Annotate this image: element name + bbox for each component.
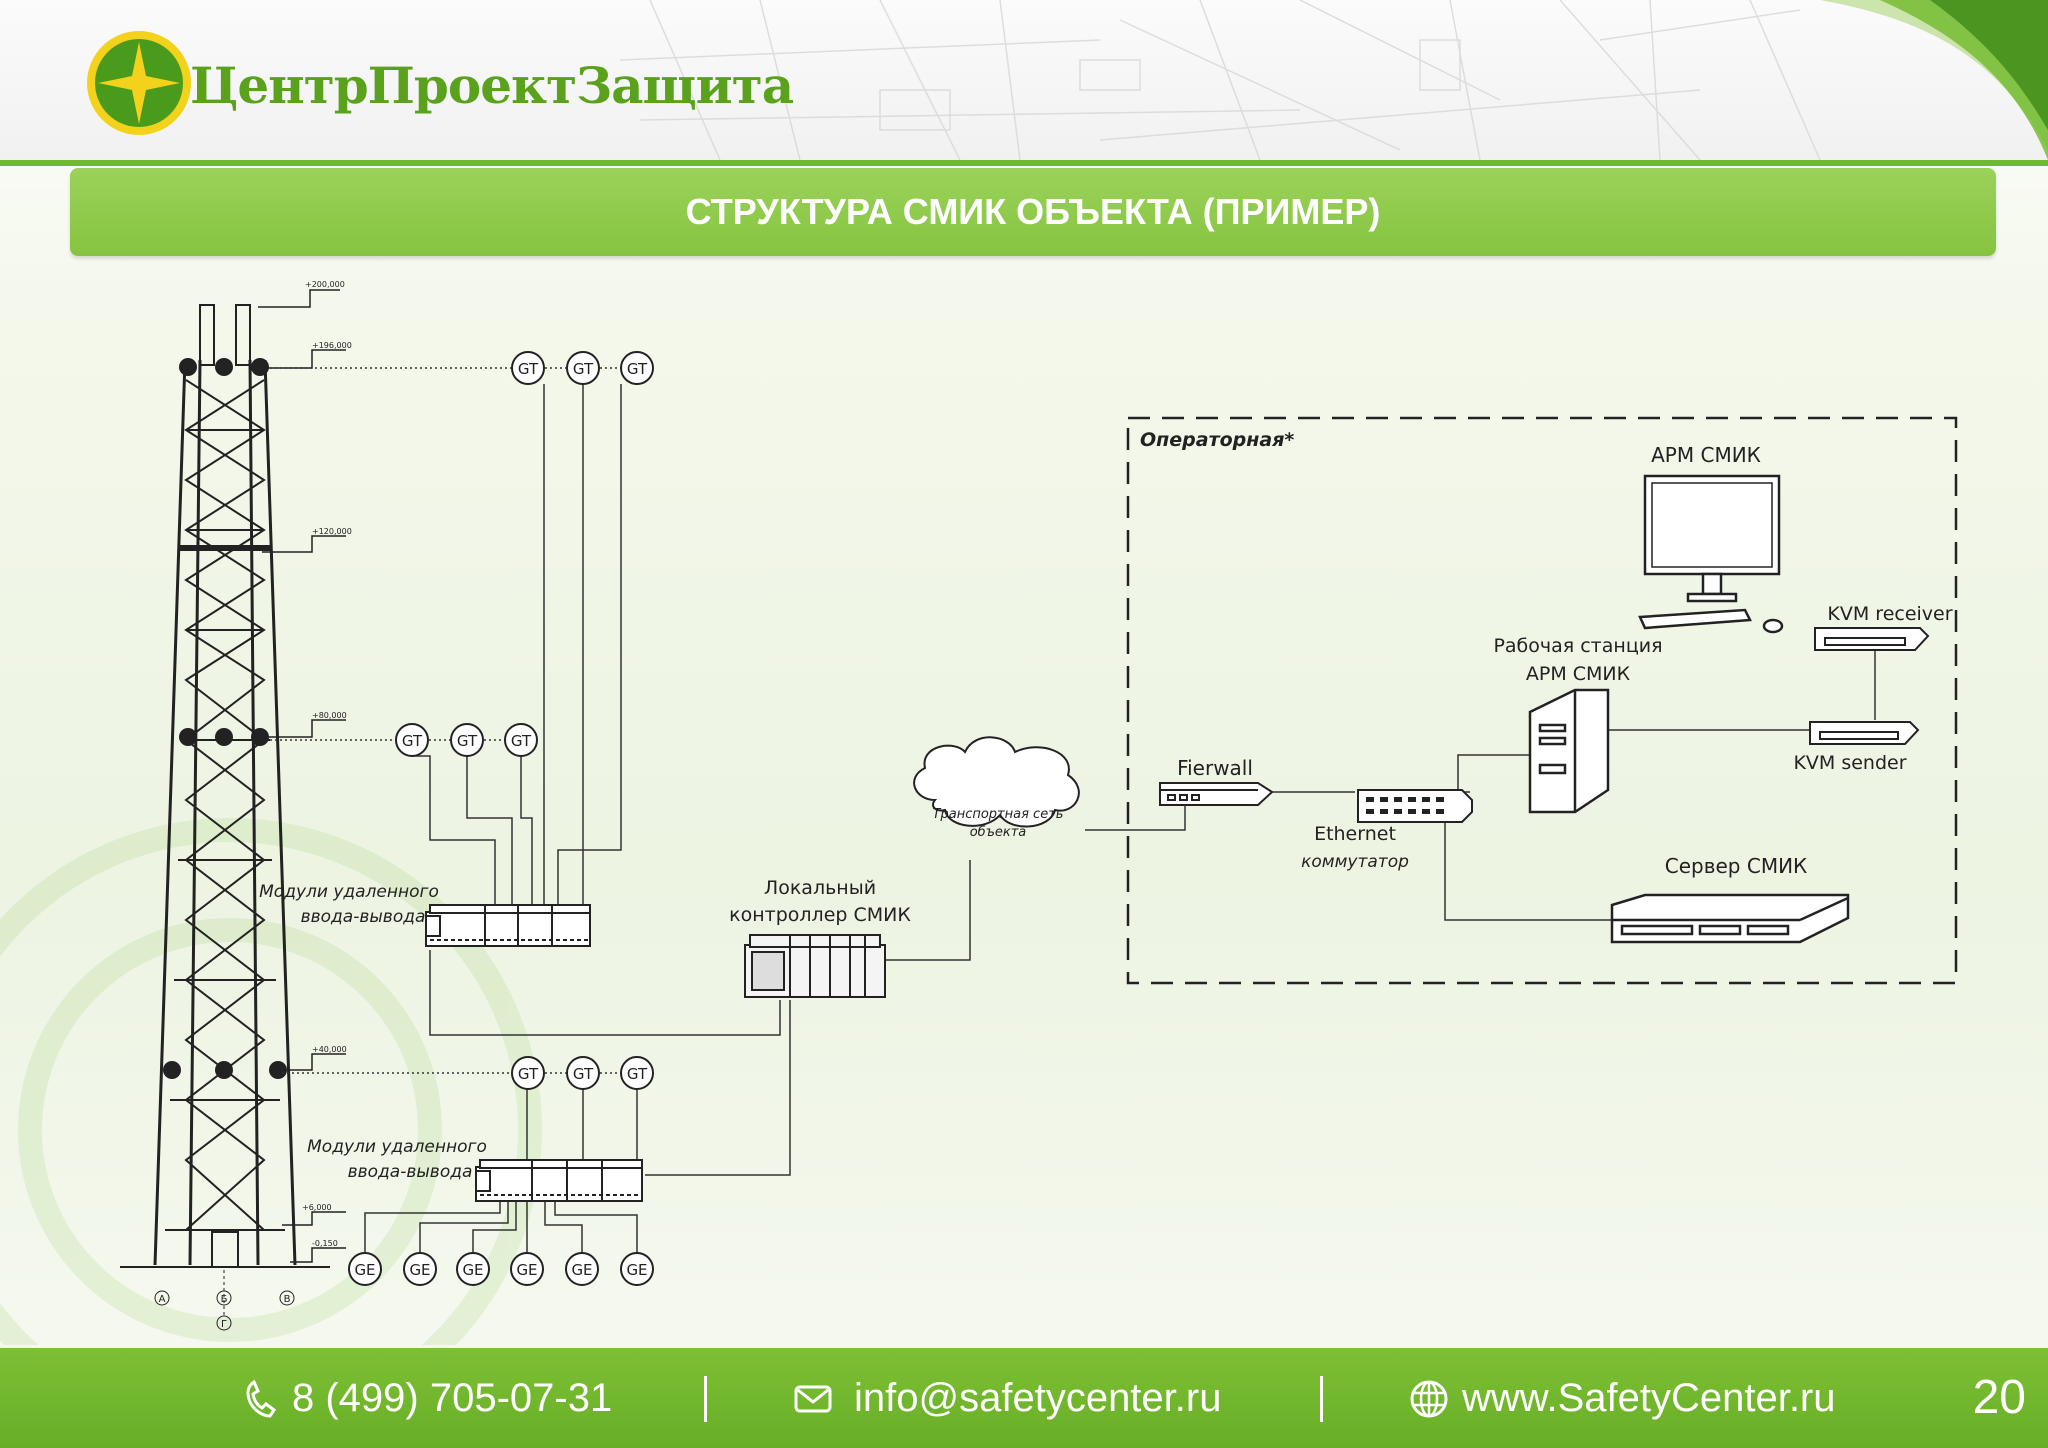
gt-sensor: GT [620,1056,654,1090]
elevation-label: +6,000 [302,1203,332,1212]
workstation-label: Рабочая станция [1493,635,1662,657]
switch-label: коммутатор [1301,852,1409,872]
firewall-device [1159,782,1274,806]
ge-sensor: GE [565,1252,599,1286]
monitor-label: АРМ СМИК [1651,443,1761,467]
axis-label: Б [221,1294,228,1305]
ge-sensor: GE [620,1252,654,1286]
tower-platforms [163,358,287,1079]
controller-label: Локальный [764,877,876,899]
elevation-label: +80,000 [312,711,347,720]
lattice-tower [120,304,330,1268]
switch-label: Ethernet [1314,823,1396,845]
smik-structure-diagram: +200,000 +196,000 +120,000 +80,000 +40,0… [0,280,1958,1345]
footer-email[interactable]: info@safetycenter.ru [854,1376,1222,1420]
signal-wires [364,384,1876,1253]
io-modules-lower-label: ввода-вывода [348,1162,473,1182]
svg-text:GT: GT [627,1065,648,1083]
elevation-label: +196,000 [312,341,352,350]
svg-text:GE: GE [409,1261,430,1279]
kvm-receiver-device [1814,627,1930,651]
svg-text:GE: GE [516,1261,537,1279]
transport-network-cloud: Транспортная сеть объекта [913,736,1080,840]
ethernet-switch [1357,789,1473,823]
gt-sensor-group-lower: GT GT GT [511,1056,654,1090]
workstation-label: АРМ СМИК [1526,663,1631,685]
elevation-label: +200,000 [305,280,345,289]
svg-text:GE: GE [626,1261,647,1279]
kvm-sender-device [1809,721,1920,745]
gt-sensor: GT [450,723,484,757]
server-device [1610,893,1850,944]
cloud-label: Транспортная сеть [933,807,1064,822]
axis-label: Г [221,1319,227,1330]
globe-icon [1410,1380,1448,1418]
gt-sensor: GT [566,351,600,385]
cloud-label: объекта [970,825,1027,840]
ge-sensor: GE [510,1252,544,1286]
gt-sensor: GT [566,1056,600,1090]
gt-sensor: GT [395,723,429,757]
email-icon [794,1385,832,1413]
gt-sensor: GT [620,351,654,385]
io-modules-upper-label: Модули удаленного [259,882,439,902]
footer: 8 (499) 705-07-31 info@safetycenter.ru w… [0,1348,2048,1448]
workstation-tower [1528,688,1610,814]
background-emblem [0,818,542,1345]
ge-sensor: GE [348,1252,382,1286]
slide-title: СТРУКТУРА СМИК ОБЪЕКТА (ПРИМЕР) [685,191,1381,232]
ge-sensor: GE [403,1252,437,1286]
svg-text:GT: GT [402,732,423,750]
footer-phone[interactable]: 8 (499) 705-07-31 [292,1376,613,1420]
firewall-label: Fierwall [1177,756,1253,780]
operator-room-boundary [1126,416,1958,985]
elevation-marks [255,289,346,1263]
gt-sensor: GT [504,723,538,757]
elevation-label: -0,150 [312,1239,338,1248]
gt-sensor-group-middle: GT GT GT [395,723,538,757]
svg-text:GE: GE [354,1261,375,1279]
local-controller [744,934,886,998]
gt-sensor-group-top: GT GT GT [511,351,654,385]
gt-sensor: GT [511,1056,545,1090]
svg-text:GE: GE [571,1261,592,1279]
svg-text:GT: GT [511,732,532,750]
monitor-device [1638,474,1784,634]
title-bar: СТРУКТУРА СМИК ОБЪЕКТА (ПРИМЕР) [70,168,1996,256]
io-modules-lower [475,1159,643,1202]
io-modules-lower-label: Модули удаленного [307,1137,487,1157]
logo-emblem [87,31,191,135]
elevation-label: +40,000 [312,1045,347,1054]
kvm-receiver-label: KVM receiver [1827,603,1952,625]
svg-text:GT: GT [518,1065,539,1083]
footer-divider [704,1376,707,1422]
axis-label: А [159,1294,166,1305]
io-modules-upper [425,904,591,947]
gt-sensor: GT [511,351,545,385]
footer-website[interactable]: www.SafetyCenter.ru [1462,1376,1836,1420]
footer-divider [1320,1376,1323,1422]
svg-text:GT: GT [573,1065,594,1083]
elevation-label: +120,000 [312,527,352,536]
ge-sensor: GE [456,1252,490,1286]
svg-text:GT: GT [457,732,478,750]
logo-text: ЦентрПроектЗащита [190,56,794,115]
sensor-dotted-links [270,367,621,1074]
operator-room-label: Операторная* [1140,429,1294,451]
header-map-background [619,0,2048,160]
phone-icon [246,1379,277,1418]
svg-text:GT: GT [627,360,648,378]
header: ЦентрПроектЗащита [0,0,2048,166]
controller-label: контроллер СМИК [729,904,911,926]
svg-text:GT: GT [573,360,594,378]
ge-sensor-group: GE GE GE GE GE GE [348,1252,654,1286]
svg-text:GE: GE [462,1261,483,1279]
kvm-sender-label: KVM sender [1793,752,1906,774]
page-number: 20 [1972,1371,2026,1424]
io-modules-upper-label: ввода-вывода [301,907,426,927]
server-label: Сервер СМИК [1665,854,1808,878]
axis-label: В [284,1294,291,1305]
svg-text:GT: GT [518,360,539,378]
